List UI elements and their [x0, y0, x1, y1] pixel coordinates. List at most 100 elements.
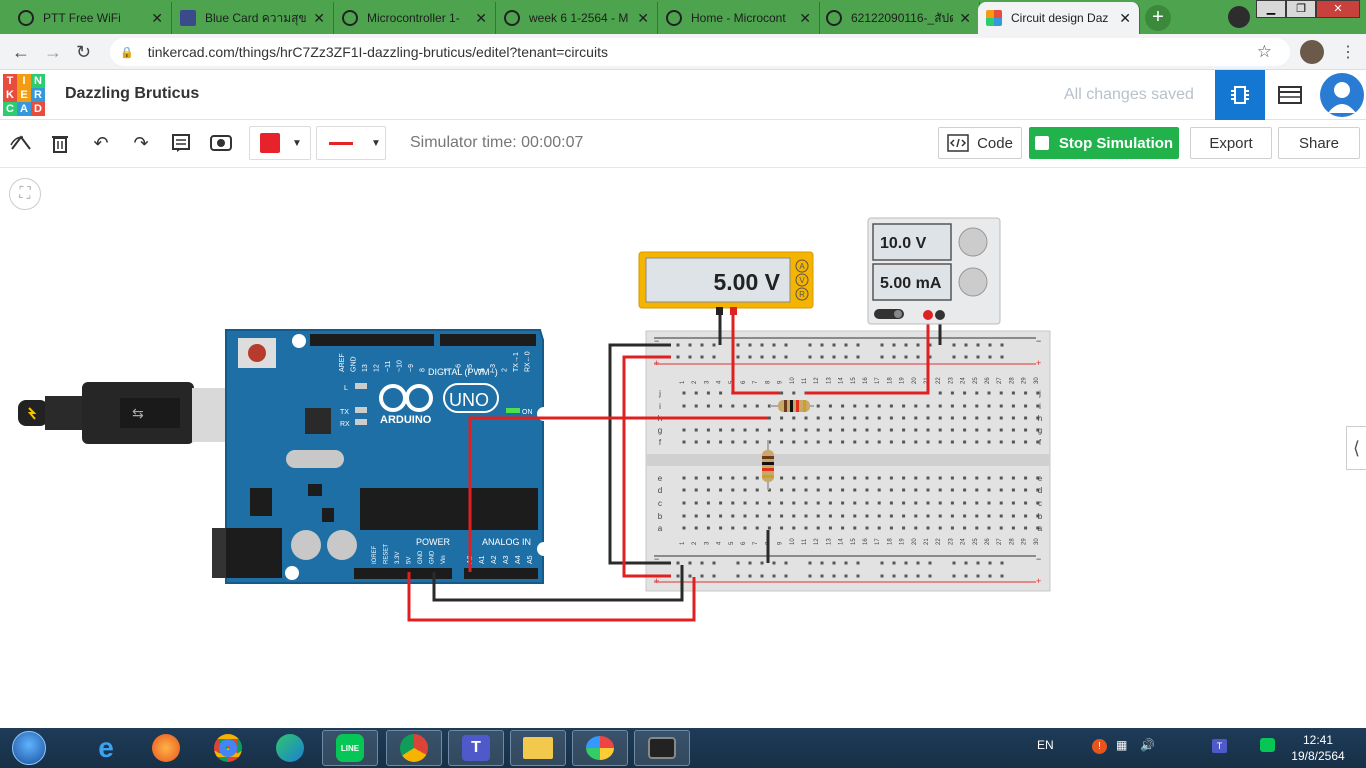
- ie-icon[interactable]: e: [98, 732, 114, 763]
- breadboard-hole[interactable]: [712, 343, 716, 347]
- breadboard-hole[interactable]: [877, 488, 881, 492]
- breadboard-hole[interactable]: [975, 501, 979, 505]
- breadboard-hole[interactable]: [767, 501, 771, 505]
- breadboard-hole[interactable]: [816, 416, 820, 420]
- breadboard-hole[interactable]: [1036, 416, 1040, 420]
- breadboard-hole[interactable]: [889, 476, 893, 480]
- breadboard-hole[interactable]: [784, 343, 788, 347]
- breadboard-hole[interactable]: [938, 428, 942, 432]
- breadboard-hole[interactable]: [963, 488, 967, 492]
- breadboard-hole[interactable]: [808, 343, 812, 347]
- breadboard-hole[interactable]: [816, 404, 820, 408]
- breadboard-hole[interactable]: [719, 440, 723, 444]
- breadboard-hole[interactable]: [706, 428, 710, 432]
- teams-icon[interactable]: T: [448, 730, 504, 766]
- breadboard-hole[interactable]: [694, 391, 698, 395]
- breadboard-hole[interactable]: [877, 428, 881, 432]
- breadboard-hole[interactable]: [1011, 488, 1015, 492]
- breadboard-hole[interactable]: [828, 526, 832, 530]
- breadboard-hole[interactable]: [816, 514, 820, 518]
- tab-microcontroller[interactable]: Microcontroller 1-✕: [334, 2, 496, 34]
- breadboard-hole[interactable]: [926, 526, 930, 530]
- breadboard-hole[interactable]: [700, 561, 704, 565]
- breadboard-hole[interactable]: [760, 343, 764, 347]
- breadboard-hole[interactable]: [914, 416, 918, 420]
- breadboard-hole[interactable]: [804, 440, 808, 444]
- breadboard-hole[interactable]: [755, 488, 759, 492]
- language-indicator[interactable]: EN: [1037, 738, 1054, 752]
- breadboard-hole[interactable]: [853, 404, 857, 408]
- breadboard-hole[interactable]: [889, 440, 893, 444]
- breadboard-hole[interactable]: [938, 404, 942, 408]
- breadboard-hole[interactable]: [706, 488, 710, 492]
- network-icon[interactable]: ▦: [1116, 738, 1128, 752]
- breadboard-hole[interactable]: [828, 404, 832, 408]
- breadboard-hole[interactable]: [963, 391, 967, 395]
- breadboard-hole[interactable]: [865, 514, 869, 518]
- breadboard-hole[interactable]: [832, 355, 836, 359]
- tab-62122090116[interactable]: 62122090116-_สัปด✕: [818, 2, 980, 34]
- breadboard-hole[interactable]: [914, 501, 918, 505]
- breadboard-hole[interactable]: [804, 428, 808, 432]
- breadboard-hole[interactable]: [780, 476, 784, 480]
- breadboard-hole[interactable]: [804, 416, 808, 420]
- breadboard-hole[interactable]: [999, 476, 1003, 480]
- breadboard-hole[interactable]: [877, 514, 881, 518]
- breadboard-hole[interactable]: [828, 501, 832, 505]
- line-tray-icon[interactable]: [1260, 738, 1275, 755]
- breadboard-hole[interactable]: [938, 416, 942, 420]
- breadboard-hole[interactable]: [926, 488, 930, 492]
- notes-icon[interactable]: [168, 130, 194, 156]
- breadboard-hole[interactable]: [792, 526, 796, 530]
- breadboard-hole[interactable]: [902, 416, 906, 420]
- breadboard-hole[interactable]: [688, 355, 692, 359]
- wires[interactable]: [407, 312, 942, 622]
- breadboard-hole[interactable]: [832, 561, 836, 565]
- breadboard-hole[interactable]: [682, 501, 686, 505]
- breadboard-hole[interactable]: [877, 501, 881, 505]
- breadboard-hole[interactable]: [731, 476, 735, 480]
- breadboard-hole[interactable]: [748, 343, 752, 347]
- breadboard-hole[interactable]: [856, 574, 860, 578]
- breadboard-hole[interactable]: [816, 476, 820, 480]
- breadboard-hole[interactable]: [767, 404, 771, 408]
- breadboard-hole[interactable]: [731, 440, 735, 444]
- breadboard-hole[interactable]: [841, 404, 845, 408]
- breadboard-hole[interactable]: [712, 574, 716, 578]
- breadboard-hole[interactable]: [844, 561, 848, 565]
- breadboard-hole[interactable]: [841, 488, 845, 492]
- project-title[interactable]: Dazzling Bruticus: [65, 85, 200, 102]
- breadboard-hole[interactable]: [892, 574, 896, 578]
- breadboard-hole[interactable]: [784, 355, 788, 359]
- tab-ptt-free-wifi[interactable]: PTT Free WiFi✕: [10, 2, 172, 34]
- breadboard-hole[interactable]: [688, 561, 692, 565]
- breadboard-hole[interactable]: [865, 440, 869, 444]
- breadboard-hole[interactable]: [1036, 476, 1040, 480]
- breadboard-hole[interactable]: [804, 526, 808, 530]
- breadboard-hole[interactable]: [988, 343, 992, 347]
- breadboard-hole[interactable]: [963, 440, 967, 444]
- breadboard-hole[interactable]: [999, 514, 1003, 518]
- breadboard-hole[interactable]: [1011, 526, 1015, 530]
- breadboard-hole[interactable]: [950, 440, 954, 444]
- breadboard-hole[interactable]: [950, 501, 954, 505]
- breadboard-hole[interactable]: [780, 488, 784, 492]
- breadboard-hole[interactable]: [828, 440, 832, 444]
- close-icon[interactable]: ✕: [313, 9, 325, 26]
- user-avatar[interactable]: [1320, 73, 1364, 117]
- breadboard-hole[interactable]: [706, 526, 710, 530]
- breadboard-hole[interactable]: [828, 488, 832, 492]
- breadboard-hole[interactable]: [1036, 404, 1040, 408]
- breadboard-hole[interactable]: [889, 404, 893, 408]
- breadboard-hole[interactable]: [952, 355, 956, 359]
- breadboard-hole[interactable]: [748, 574, 752, 578]
- breadboard-hole[interactable]: [889, 488, 893, 492]
- breadboard-hole[interactable]: [950, 514, 954, 518]
- breadboard-hole[interactable]: [950, 476, 954, 480]
- breadboard-hole[interactable]: [743, 440, 747, 444]
- breadboard-hole[interactable]: [904, 561, 908, 565]
- minimize-button[interactable]: ▁: [1256, 0, 1286, 18]
- breadboard-hole[interactable]: [963, 476, 967, 480]
- tab-search-icon[interactable]: [1228, 6, 1250, 28]
